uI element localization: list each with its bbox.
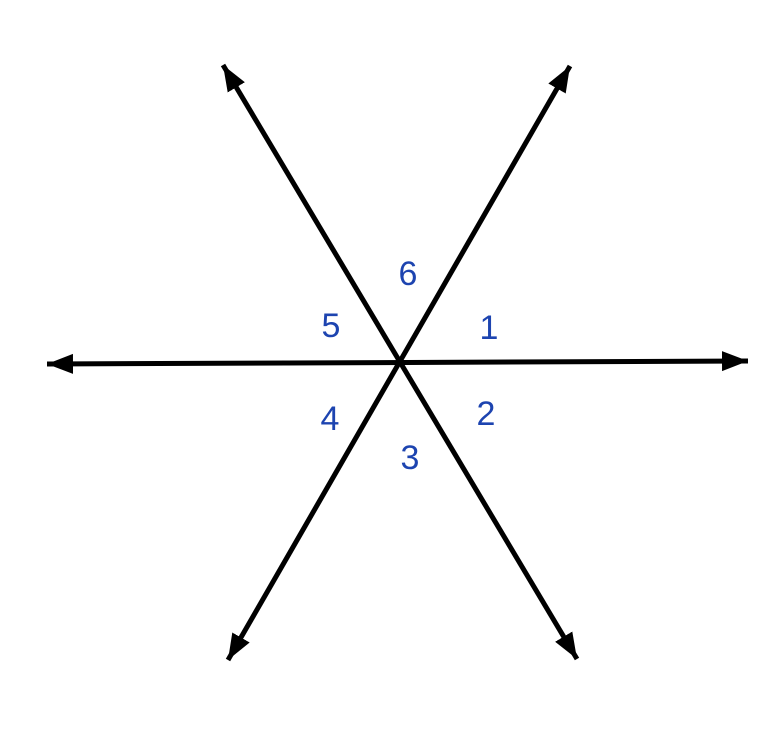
angle-label-2: 2 <box>477 395 496 433</box>
angle-label-4: 4 <box>321 400 340 438</box>
angle-labels-layer: 1 2 3 4 5 6 <box>321 255 499 477</box>
angle-label-6: 6 <box>399 255 418 293</box>
angle-label-5: 5 <box>322 307 341 345</box>
angle-label-1: 1 <box>480 309 499 347</box>
diagonal-line-down-right <box>220 63 580 661</box>
lines-layer <box>46 63 749 662</box>
angle-label-3: 3 <box>401 439 420 477</box>
